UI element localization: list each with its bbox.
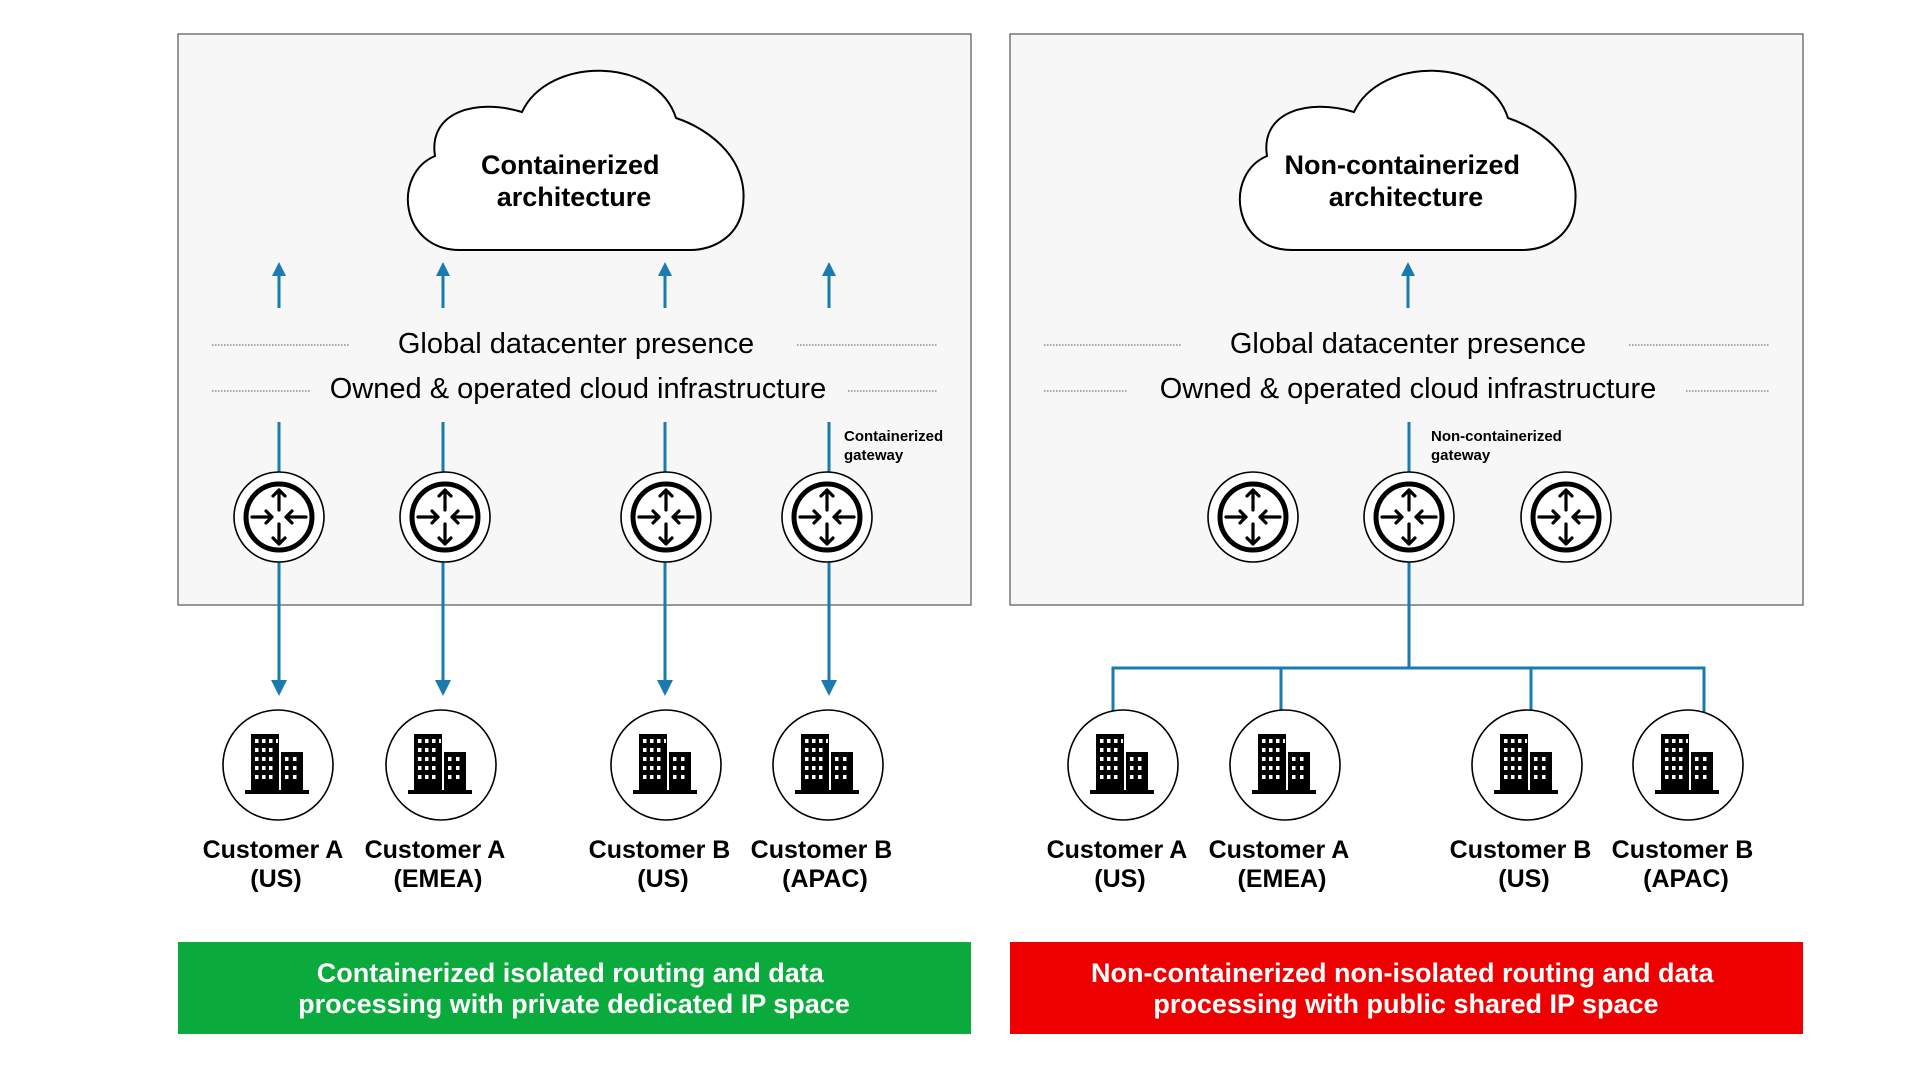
right-cloud-title-line1: Non-containerized: [1284, 150, 1520, 180]
left-cloud-title-line1: Containerized: [481, 150, 660, 180]
right-band-global-presence: Global datacenter presence: [1230, 328, 1586, 360]
customer-label: Customer A (US): [203, 836, 350, 893]
router-icon: [1208, 472, 1298, 562]
svg-text:Non-containerized arch: Non-containerized architecture: [1284, 150, 1527, 212]
building-icon: [772, 709, 884, 821]
right-connectors: [1111, 422, 1706, 712]
router-icon: [621, 472, 711, 562]
left-customers: Customer A (US) Customer A (EMEA) Custom…: [203, 709, 900, 893]
building-icon: [1632, 709, 1744, 821]
right-panel: Non-containerized architecture Global da…: [1009, 33, 1804, 1034]
cloud-icon: [406, 69, 745, 251]
router-icon: [782, 472, 872, 562]
customer-label: Customer B (US): [1450, 836, 1599, 893]
left-uplink-arrows: [272, 262, 836, 308]
left-band-owned-infrastructure: Owned & operated cloud infrastructure: [330, 373, 827, 405]
right-gateway-label: Non-containerized gateway: [1431, 428, 1566, 464]
left-band-global-presence: Global datacenter presence: [398, 328, 754, 360]
building-icon: [385, 709, 497, 821]
customer-label: Customer A (US): [1047, 836, 1194, 893]
building-icon: [1471, 709, 1583, 821]
left-gateway-label: Containerized gateway: [844, 428, 947, 464]
customer-label: Customer B (APAC): [1612, 836, 1761, 893]
left-banner: [178, 942, 971, 1034]
left-banner-text: Containerized isolated routing and data …: [298, 958, 850, 1019]
router-icon: [1364, 472, 1454, 562]
router-icon: [234, 472, 324, 562]
customer-label: Customer B (APAC): [751, 836, 900, 893]
building-icon: [1067, 709, 1179, 821]
cloud-icon: [1238, 69, 1577, 251]
building-icon: [222, 709, 334, 821]
left-cloud: Containerized architecture: [406, 69, 745, 251]
left-cloud-title-line2: architecture: [497, 182, 652, 212]
right-cloud: Non-containerized architecture: [1238, 69, 1577, 251]
router-icon: [400, 472, 490, 562]
building-icon: [610, 709, 722, 821]
right-band-owned-infrastructure: Owned & operated cloud infrastructure: [1160, 373, 1657, 405]
right-routers: [1208, 472, 1611, 562]
customer-label: Customer A (EMEA): [1209, 836, 1356, 893]
customer-label: Customer A (EMEA): [365, 836, 512, 893]
right-banner-text: Non-containerized non-isolated routing a…: [1091, 958, 1721, 1019]
shared-distribution-bus: [1111, 666, 1706, 712]
right-cloud-title-line2: architecture: [1329, 182, 1484, 212]
svg-text:Containerized architec: Containerized architecture: [481, 150, 667, 212]
router-icon: [1521, 472, 1611, 562]
right-customers: Customer A (US) Customer A (EMEA) Custom…: [1047, 709, 1761, 893]
left-connectors: [271, 422, 837, 696]
building-icon: [1229, 709, 1341, 821]
right-banner: [1010, 942, 1803, 1034]
customer-label: Customer B (US): [589, 836, 738, 893]
left-panel: Containerized architecture Global datace…: [177, 33, 972, 1034]
